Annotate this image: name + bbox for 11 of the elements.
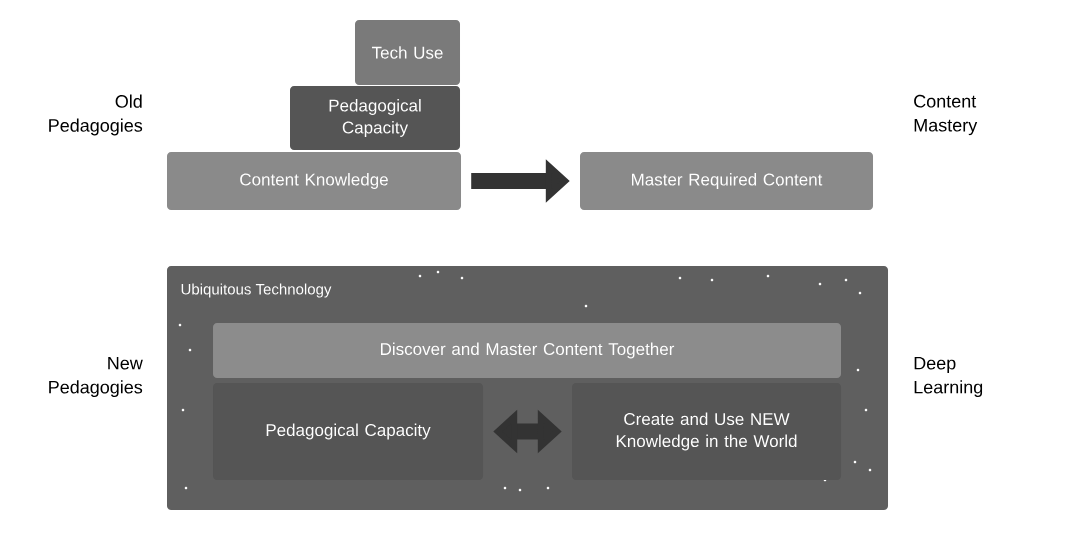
- box: Content Knowledge: [167, 152, 461, 210]
- box: Pedagogical Capacity: [290, 86, 460, 150]
- side-label: Deep Learning: [914, 356, 983, 398]
- box: Master Required Content: [580, 152, 873, 210]
- side-label: New Pedagogies: [49, 356, 143, 398]
- side-label: Content Mastery: [914, 94, 978, 136]
- box: Pedagogical Capacity: [213, 383, 483, 480]
- box: Create and Use NEW Knowledge in the World: [572, 383, 841, 480]
- side-label: Old Pedagogies: [49, 94, 143, 136]
- box: Discover and Master Content Together: [213, 323, 841, 378]
- box: Tech Use: [355, 20, 460, 85]
